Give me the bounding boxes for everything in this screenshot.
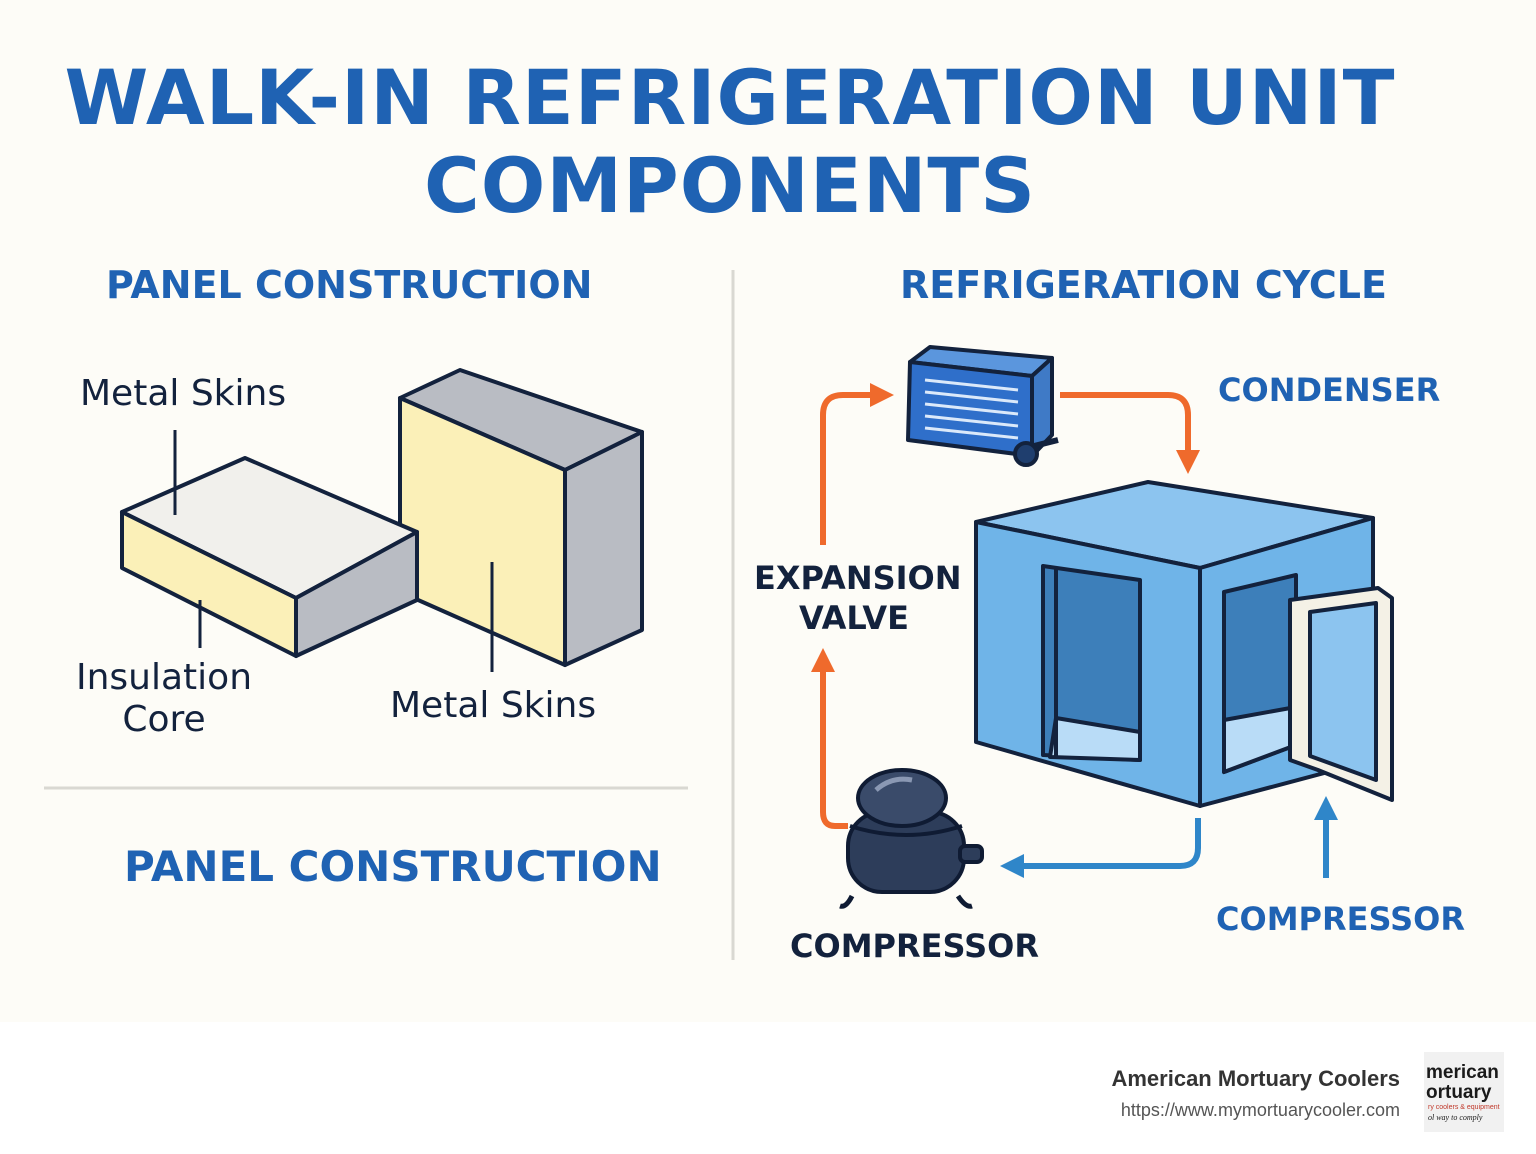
label-expansion-line-1: EXPANSION <box>754 559 962 597</box>
brand-logo: merican ortuary ry coolers & equipment o… <box>1424 1052 1504 1132</box>
logo-text-1: merican <box>1426 1062 1499 1083</box>
cold-room-icon <box>974 480 1394 808</box>
label-insulation-line-2: Core <box>122 699 206 740</box>
brand-name: American Mortuary Coolers <box>1111 1066 1400 1091</box>
condenser-icon <box>906 345 1059 467</box>
diagram-canvas: WALK-IN REFRIGERATION UNIT COMPONENTS PA… <box>44 53 1465 965</box>
label-expansion-line-2: VALVE <box>799 599 909 637</box>
logo-text-4: ol way to comply <box>1428 1113 1483 1122</box>
compressor-icon <box>839 768 984 909</box>
footer: American Mortuary Coolers https://www.my… <box>0 1022 1536 1154</box>
brand-url[interactable]: https://www.mymortuarycooler.com <box>1120 1100 1400 1120</box>
title-line-1: WALK-IN REFRIGERATION UNIT <box>64 53 1396 142</box>
cycle-heading: REFRIGERATION CYCLE <box>900 263 1387 307</box>
arrow-compressor-to-expansion <box>811 648 848 829</box>
label-insulation-line-1: Insulation <box>75 657 253 698</box>
panel-icon <box>120 368 644 667</box>
arrow-expansion-to-condenser <box>820 383 894 545</box>
label-metal-skins-bottom: Metal Skins <box>390 685 597 726</box>
arrow-condenser-to-room <box>1060 392 1200 474</box>
arrow-room-to-compressor <box>1000 818 1201 878</box>
diagram-graphics <box>44 270 1394 960</box>
label-compressor-right: COMPRESSOR <box>1216 900 1465 938</box>
label-condenser: CONDENSER <box>1218 371 1441 409</box>
label-compressor-left: COMPRESSOR <box>790 927 1039 965</box>
panel-heading-bottom: PANEL CONSTRUCTION <box>124 842 662 891</box>
label-metal-skins-top: Metal Skins <box>80 373 287 414</box>
logo-text-3: ry coolers & equipment <box>1428 1104 1500 1111</box>
title-line-2: COMPONENTS <box>423 141 1037 230</box>
panel-heading-top: PANEL CONSTRUCTION <box>106 263 593 307</box>
logo-text-2: ortuary <box>1426 1082 1492 1103</box>
